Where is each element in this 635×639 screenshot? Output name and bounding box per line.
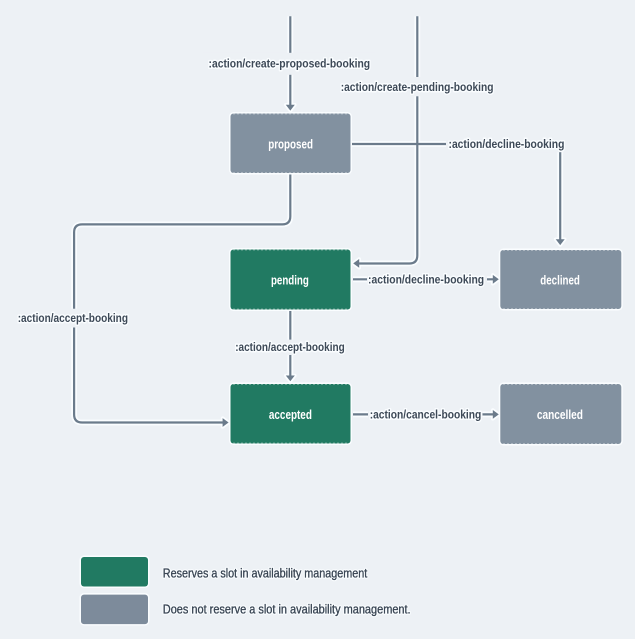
svg-text::action/decline-booking: :action/decline-booking (449, 137, 565, 151)
svg-text:pending: pending (271, 274, 309, 288)
svg-text::action/cancel-booking: :action/cancel-booking (370, 408, 482, 422)
svg-text:cancelled: cancelled (537, 408, 583, 422)
svg-text:Reserves a slot in availabilit: Reserves a slot in availability manageme… (163, 567, 368, 581)
svg-text:Does not reserve a slot in ava: Does not reserve a slot in availability … (163, 603, 411, 617)
svg-text::action/create-proposed-bookin: :action/create-proposed-booking (209, 57, 371, 71)
svg-text::action/accept-booking: :action/accept-booking (18, 311, 128, 325)
svg-text::action/decline-booking: :action/decline-booking (368, 273, 484, 287)
svg-text:proposed: proposed (268, 138, 313, 152)
svg-text:Does not reserve a slot in ava: Does not reserve a slot in availability … (163, 603, 411, 617)
svg-text:declined: declined (540, 274, 580, 288)
svg-text:accepted: accepted (269, 408, 312, 422)
svg-text:Reserves a slot in availabilit: Reserves a slot in availability manageme… (163, 567, 368, 581)
svg-text::action/create-pending-booking: :action/create-pending-booking (341, 80, 494, 94)
svg-text::action/accept-booking: :action/accept-booking (235, 340, 345, 354)
